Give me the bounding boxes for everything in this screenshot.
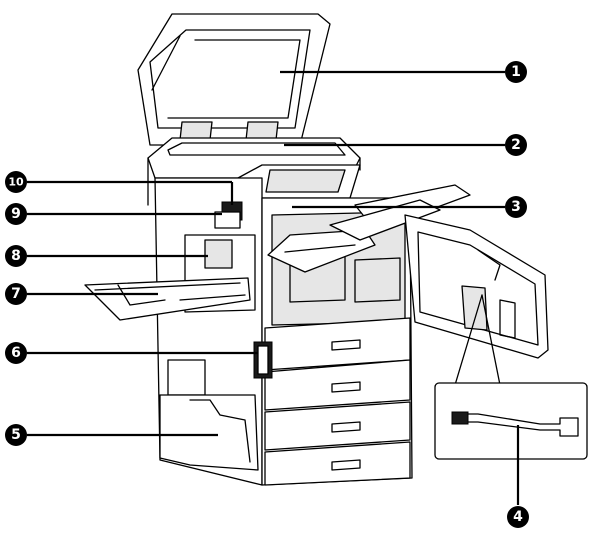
- callout-6: 6: [5, 342, 27, 364]
- callout-1-label: 1: [511, 64, 521, 80]
- front-door: [404, 214, 549, 359]
- inner-tray: [267, 229, 376, 273]
- callout-9-label: 9: [11, 206, 21, 222]
- document-feeder-lid: [137, 13, 331, 146]
- callout-lines: [27, 70, 520, 505]
- callout-2-label: 2: [511, 137, 521, 153]
- callout-4-label: 4: [513, 509, 523, 525]
- callout-7-label: 7: [11, 286, 21, 302]
- printer-body: [154, 177, 413, 486]
- callout-10-label: 10: [8, 176, 24, 189]
- callout-5-label: 5: [11, 427, 21, 443]
- zoom-inset-cleaning-tool: [434, 294, 588, 460]
- callout-4: 4: [507, 506, 529, 528]
- callout-8: 8: [5, 245, 27, 267]
- callout-8-label: 8: [11, 248, 21, 264]
- callout-2: 2: [505, 134, 527, 156]
- callout-3-label: 3: [511, 199, 521, 215]
- callout-3: 3: [505, 196, 527, 218]
- callout-5: 5: [5, 424, 27, 446]
- mp-tray: [84, 277, 251, 321]
- control-panel: [237, 164, 361, 199]
- cleaning-stick-holder: [253, 341, 273, 379]
- callout-9: 9: [5, 203, 27, 225]
- callout-1: 1: [505, 61, 527, 83]
- callout-10: 10: [5, 171, 27, 193]
- callout-7: 7: [5, 283, 27, 305]
- callout-6-label: 6: [11, 345, 21, 361]
